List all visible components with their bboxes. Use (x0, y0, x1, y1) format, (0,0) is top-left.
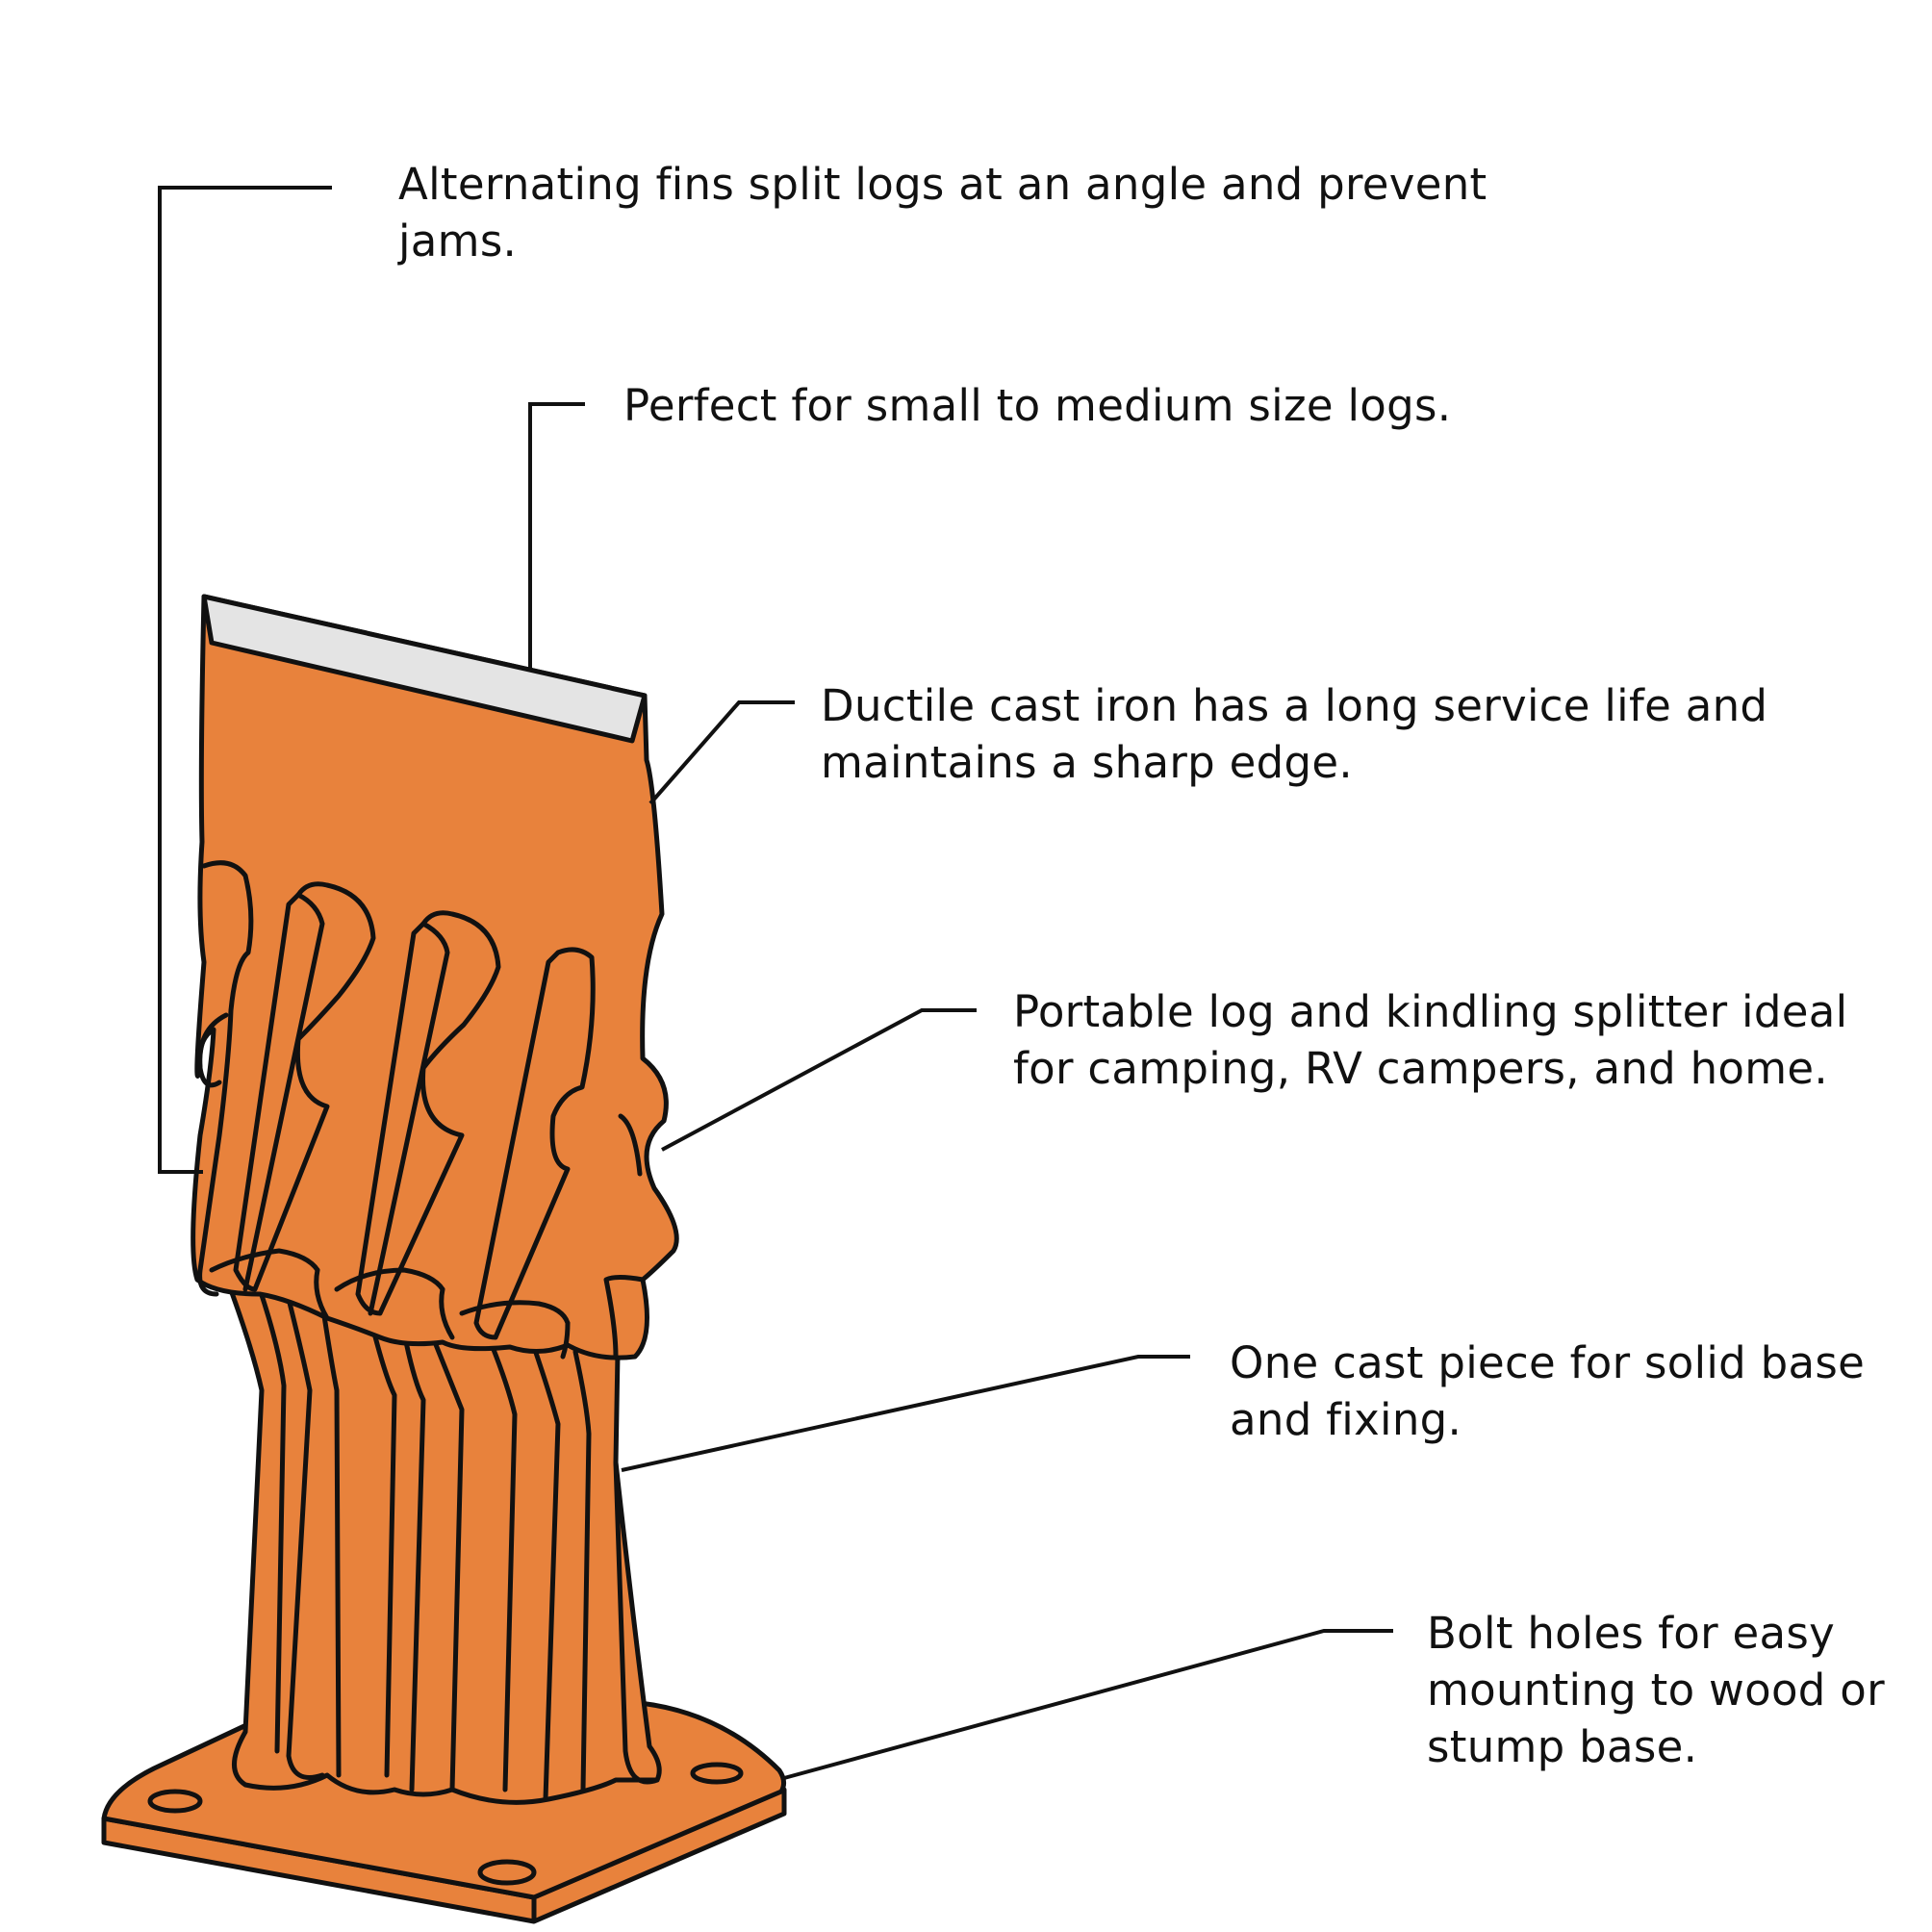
head-body (191, 594, 679, 1360)
callout-fins: Alternating fins split logs at an angle … (398, 159, 1487, 267)
head-base-lip (334, 1267, 445, 1292)
head-fin-left-lobe (197, 1012, 229, 1088)
callout-material: Ductile cast iron has a long service lif… (821, 680, 1768, 788)
stem-fin-line (257, 1286, 287, 1754)
callout-one-piece: One cast piece for solid base and fixing… (1230, 1337, 1866, 1445)
leader-line-size (528, 402, 585, 670)
leader-line-one-piece (621, 1355, 1190, 1472)
bolt-hole-bottom (477, 1859, 537, 1886)
head-fin-right (618, 1113, 643, 1177)
bolt-hole-right (690, 1762, 744, 1785)
head-fin-right (603, 1275, 646, 1360)
head-fin (355, 910, 501, 1316)
head-fin-left (197, 860, 254, 1297)
head-fin-lip (368, 921, 450, 1316)
stem-fin-line (613, 1460, 660, 1785)
head-neck (560, 1320, 571, 1360)
head-fin (233, 881, 376, 1292)
leader-line-portable (661, 1008, 977, 1152)
splitter-head (191, 594, 679, 1360)
callout-log-size: Perfect for small to medium size logs. (623, 380, 1452, 431)
leader-lines (158, 186, 1393, 1780)
stem-fin-line (286, 1296, 325, 1780)
leader-line-bolt-holes (783, 1629, 1393, 1780)
head-fin-lip (242, 892, 325, 1292)
leader-line-material (648, 700, 795, 805)
bolt-hole-left (147, 1789, 203, 1814)
stem-fin-line (531, 1344, 561, 1802)
stem-fin-line (488, 1339, 518, 1792)
callout-portable: Portable log and kindling splitter ideal… (1013, 986, 1848, 1094)
head-base-lip (459, 1300, 571, 1326)
leader-line-fins (158, 186, 332, 1174)
callout-bolt-holes: Bolt holes for easy mounting to wood or … (1427, 1608, 1885, 1772)
blade-edge (201, 594, 648, 744)
head-neck (439, 1286, 455, 1340)
head-fin (473, 947, 596, 1340)
stem-fin-line (572, 1349, 592, 1792)
head-base-lip (209, 1248, 320, 1273)
head-neck (314, 1267, 330, 1321)
stem-fin-line (430, 1335, 465, 1792)
